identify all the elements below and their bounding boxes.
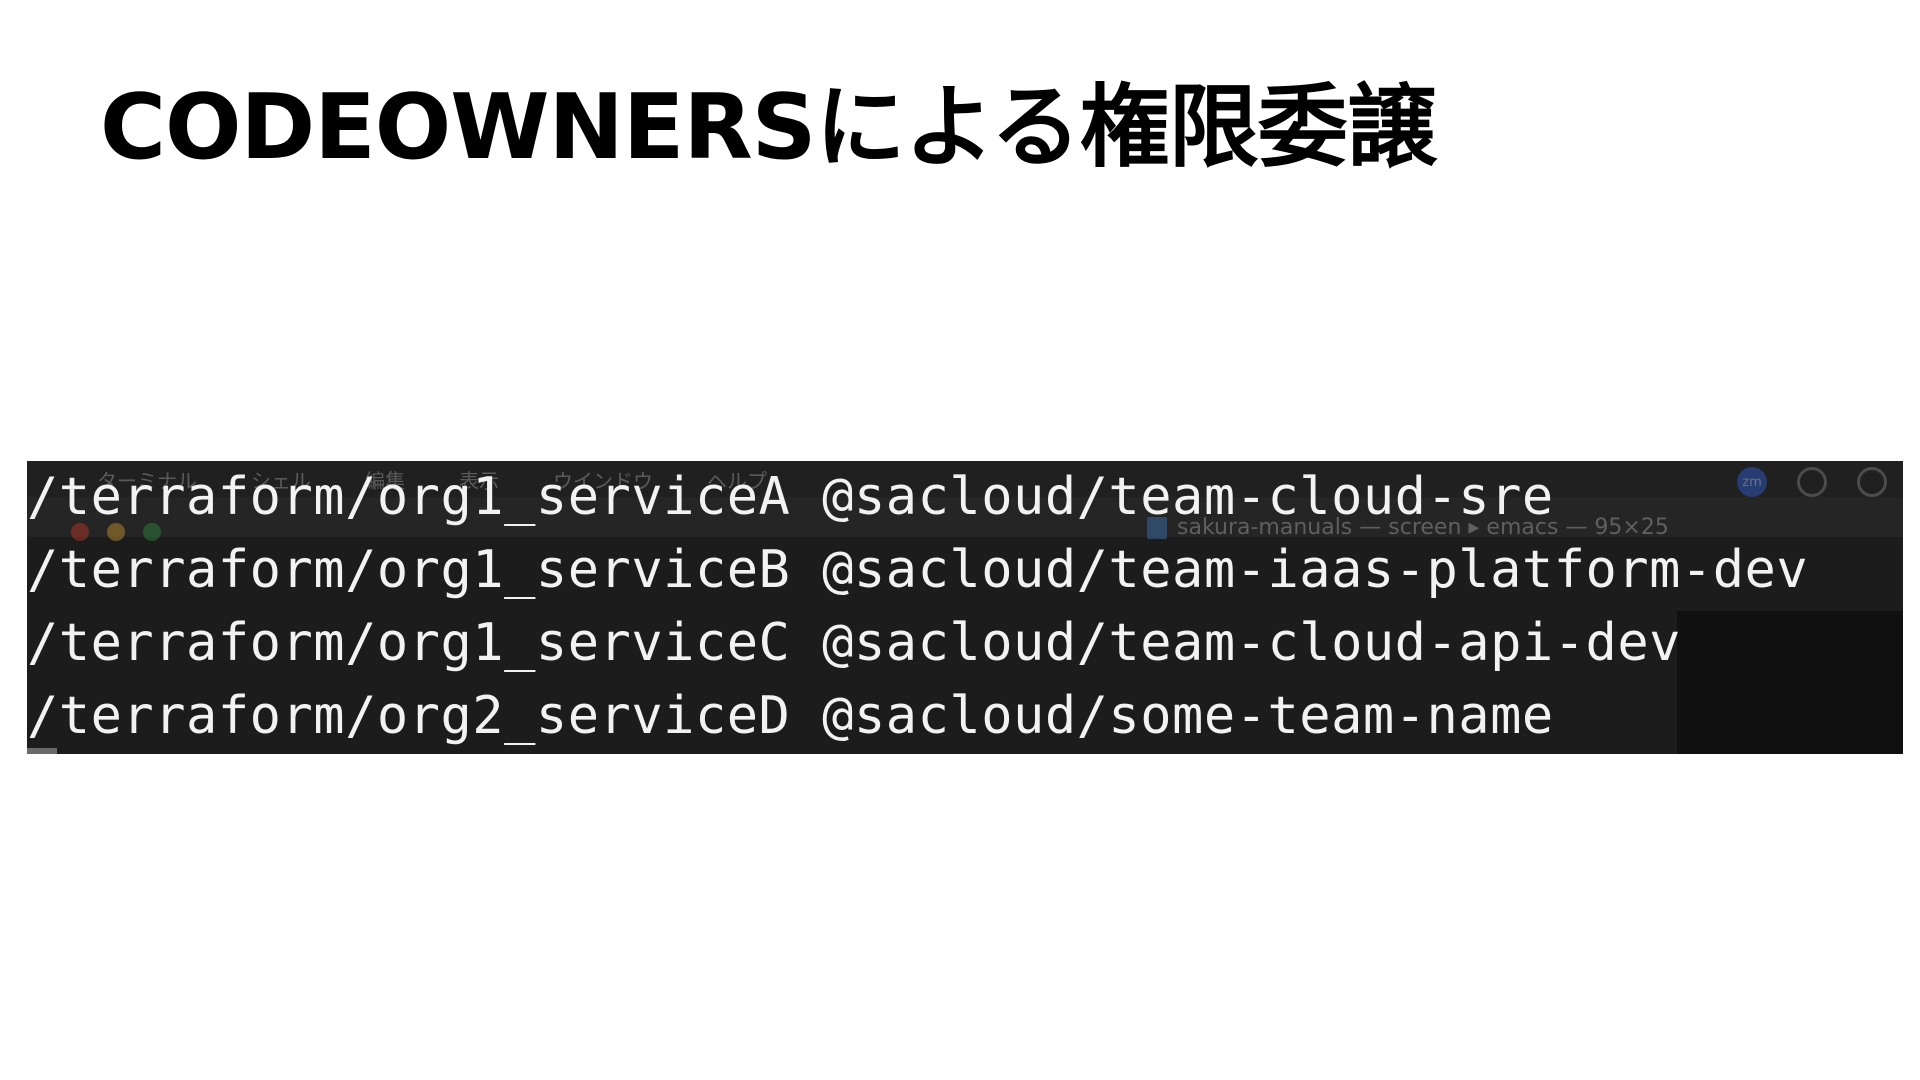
codeowners-line: /terraform/org1_serviceA @sacloud/team-c… [27,467,1554,527]
minimize-window-icon [107,523,125,541]
zm-badge: zm [1737,467,1767,497]
codeowners-lines: /terraform/org1_serviceA @sacloud/team-c… [27,461,1903,753]
ghost-menu: ターミナル シェル 編集 表示 ウインドウ ヘルプ [97,465,767,494]
document-icon [1147,516,1167,539]
window-title: sakura-manuals — screen ▸ emacs — 95×25 [1147,515,1669,540]
ring-icon [1857,467,1887,497]
window-title-text: sakura-manuals — screen ▸ emacs — 95×25 [1177,515,1669,540]
ghost-titlebar [27,497,1903,537]
codeowners-line: /terraform/org1_serviceB @sacloud/team-i… [27,540,1809,600]
slide-title: CODEOWNERSによる権限委譲 [100,75,1437,180]
codeowners-line: /terraform/org2_serviceD @sacloud/some-t… [27,686,1554,746]
ghost-menubar: ターミナル シェル 編集 表示 ウインドウ ヘルプ zm [27,461,1903,497]
zoom-window-icon [143,523,161,541]
ghost-menu-item-help: ヘルプ [707,469,767,493]
ghost-menu-item-edit: 編集 [365,469,405,493]
cursor-mark [27,748,57,754]
dark-patch [1677,611,1903,754]
ghost-menu-item-shell: シェル [251,469,311,493]
codeowners-line: /terraform/org1_serviceC @sacloud/team-c… [27,613,1681,673]
status-icons: zm [1737,467,1887,497]
ghost-menu-item-terminal: ターミナル [97,469,197,493]
ghost-menu-item-view: 表示 [459,469,499,493]
ring-icon [1797,467,1827,497]
terminal-screenshot: ターミナル シェル 編集 表示 ウインドウ ヘルプ zm sakura-manu… [27,461,1903,754]
close-window-icon [71,523,89,541]
ghost-menu-item-window: ウインドウ [553,469,653,493]
